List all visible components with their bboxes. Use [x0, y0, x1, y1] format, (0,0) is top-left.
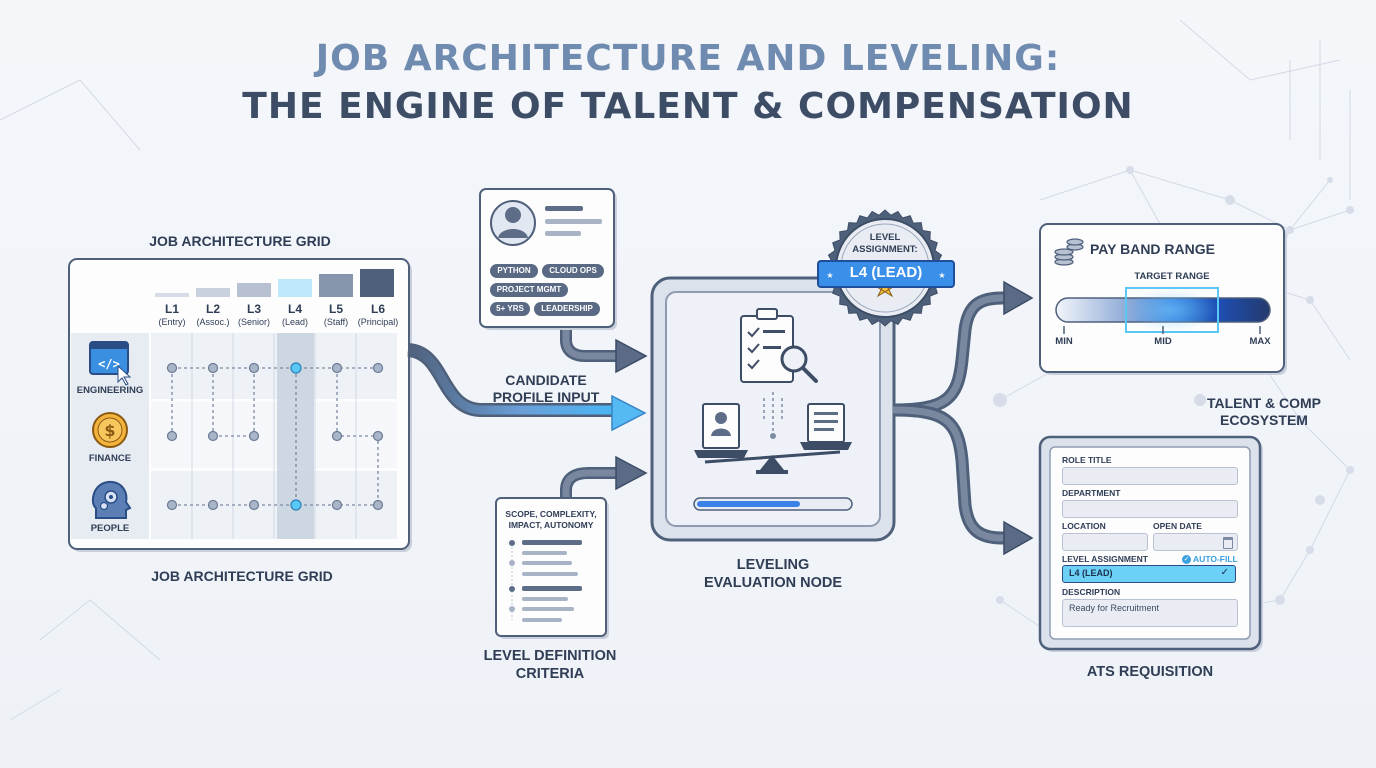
- title-line-1: JOB ARCHITECTURE AND LEVELING:: [315, 38, 1061, 79]
- badge-value: L4 (LEAD): [849, 264, 923, 281]
- skill-tag: CLOUD OPS: [542, 264, 604, 278]
- level-assignment-label: LEVEL ASSIGNMENT: [1062, 554, 1148, 564]
- level-header-l2: L2(Assoc.): [196, 302, 230, 328]
- skill-tag: PROJECT MGMT: [490, 283, 568, 297]
- target-range-label: TARGET RANGE: [1134, 271, 1210, 282]
- svg-text:$: $: [104, 421, 115, 440]
- dept-finance: FINANCE: [88, 453, 132, 464]
- skill-tag: 5+ YRS: [490, 302, 530, 316]
- magnifier-icon: [780, 345, 818, 383]
- level-header-l6: L6(Principal): [357, 302, 399, 328]
- department-label: DEPARTMENT: [1062, 488, 1121, 498]
- level-criteria-card: [495, 497, 607, 637]
- target-range-highlight: [1126, 288, 1218, 332]
- title-line-2: THE ENGINE OF TALENT & COMPENSATION: [242, 86, 1134, 127]
- ats-panel-inner: [1049, 446, 1251, 640]
- level-header-l5: L5(Staff): [323, 302, 349, 328]
- check-circle-icon: ✓: [1182, 555, 1191, 565]
- checkmark-icon: ✓: [1220, 567, 1229, 578]
- badge-ribbon: [817, 260, 955, 288]
- pay-band-title: PAY BAND RANGE: [1090, 241, 1215, 257]
- pay-band-max: MAX: [1249, 336, 1271, 347]
- evaluation-progress-fill: [697, 501, 800, 507]
- pay-band-min: MIN: [1055, 336, 1073, 347]
- svg-text:★: ★: [938, 271, 945, 280]
- svg-text:</>: </>: [98, 357, 120, 371]
- location-label: LOCATION: [1062, 521, 1106, 531]
- calendar-icon: [1223, 537, 1233, 549]
- skill-tag: PYTHON: [490, 264, 538, 278]
- dept-people: PEOPLE: [90, 523, 130, 534]
- criteria-card-title: SCOPE, COMPLEXITY,IMPACT, AUTONOMY: [505, 509, 597, 530]
- head-gears-icon: [91, 480, 132, 519]
- pay-band-mid: MID: [1154, 336, 1172, 347]
- dept-engineering: ENGINEERING: [76, 385, 144, 396]
- grid-nodes: [166, 362, 384, 511]
- role-title-label: ROLE TITLE: [1062, 455, 1112, 465]
- level-header-l4: L4(Lead): [281, 302, 308, 328]
- skill-tag: LEADERSHIP: [534, 302, 600, 316]
- checklist-icon: [740, 308, 794, 383]
- location-field[interactable]: [1062, 533, 1148, 551]
- grid-top-label: JOB ARCHITECTURE GRID: [149, 233, 331, 249]
- description-field[interactable]: Ready for Recruitment: [1062, 599, 1238, 627]
- level-header-l1: L1(Entry): [158, 302, 186, 328]
- open-date-field[interactable]: [1153, 533, 1238, 551]
- grid-connectors: [171, 367, 379, 506]
- role-title-field[interactable]: [1062, 467, 1238, 485]
- dollar-coin-icon: $: [92, 412, 128, 448]
- l4-nodes: [290, 362, 302, 511]
- candidate-avatar: [490, 200, 536, 246]
- evaluation-node-inner: [665, 291, 881, 527]
- balance-scale-icon: [694, 392, 852, 474]
- level-assignment-value: L4 (LEAD): [1069, 568, 1113, 578]
- open-date-label: OPEN DATE: [1153, 521, 1202, 531]
- ats-label: ATS REQUISITION: [1086, 664, 1214, 680]
- auto-fill-indicator: ✓ AUTO-FILL: [1182, 554, 1238, 565]
- coin-stack-icon: [1054, 238, 1084, 266]
- level-assignment-field[interactable]: L4 (LEAD) ✓: [1062, 565, 1236, 583]
- code-window-icon: </>: [89, 341, 132, 386]
- level-height-bars: [155, 269, 394, 297]
- criteria-list: [509, 540, 582, 622]
- department-field[interactable]: [1062, 500, 1238, 518]
- description-label: DESCRIPTION: [1062, 587, 1121, 597]
- description-value: Ready for Recruitment: [1069, 603, 1160, 613]
- grid-bottom-label: JOB ARCHITECTURE GRID: [151, 568, 333, 584]
- level-header-l3: L3(Senior): [237, 302, 270, 328]
- svg-text:★: ★: [826, 271, 833, 280]
